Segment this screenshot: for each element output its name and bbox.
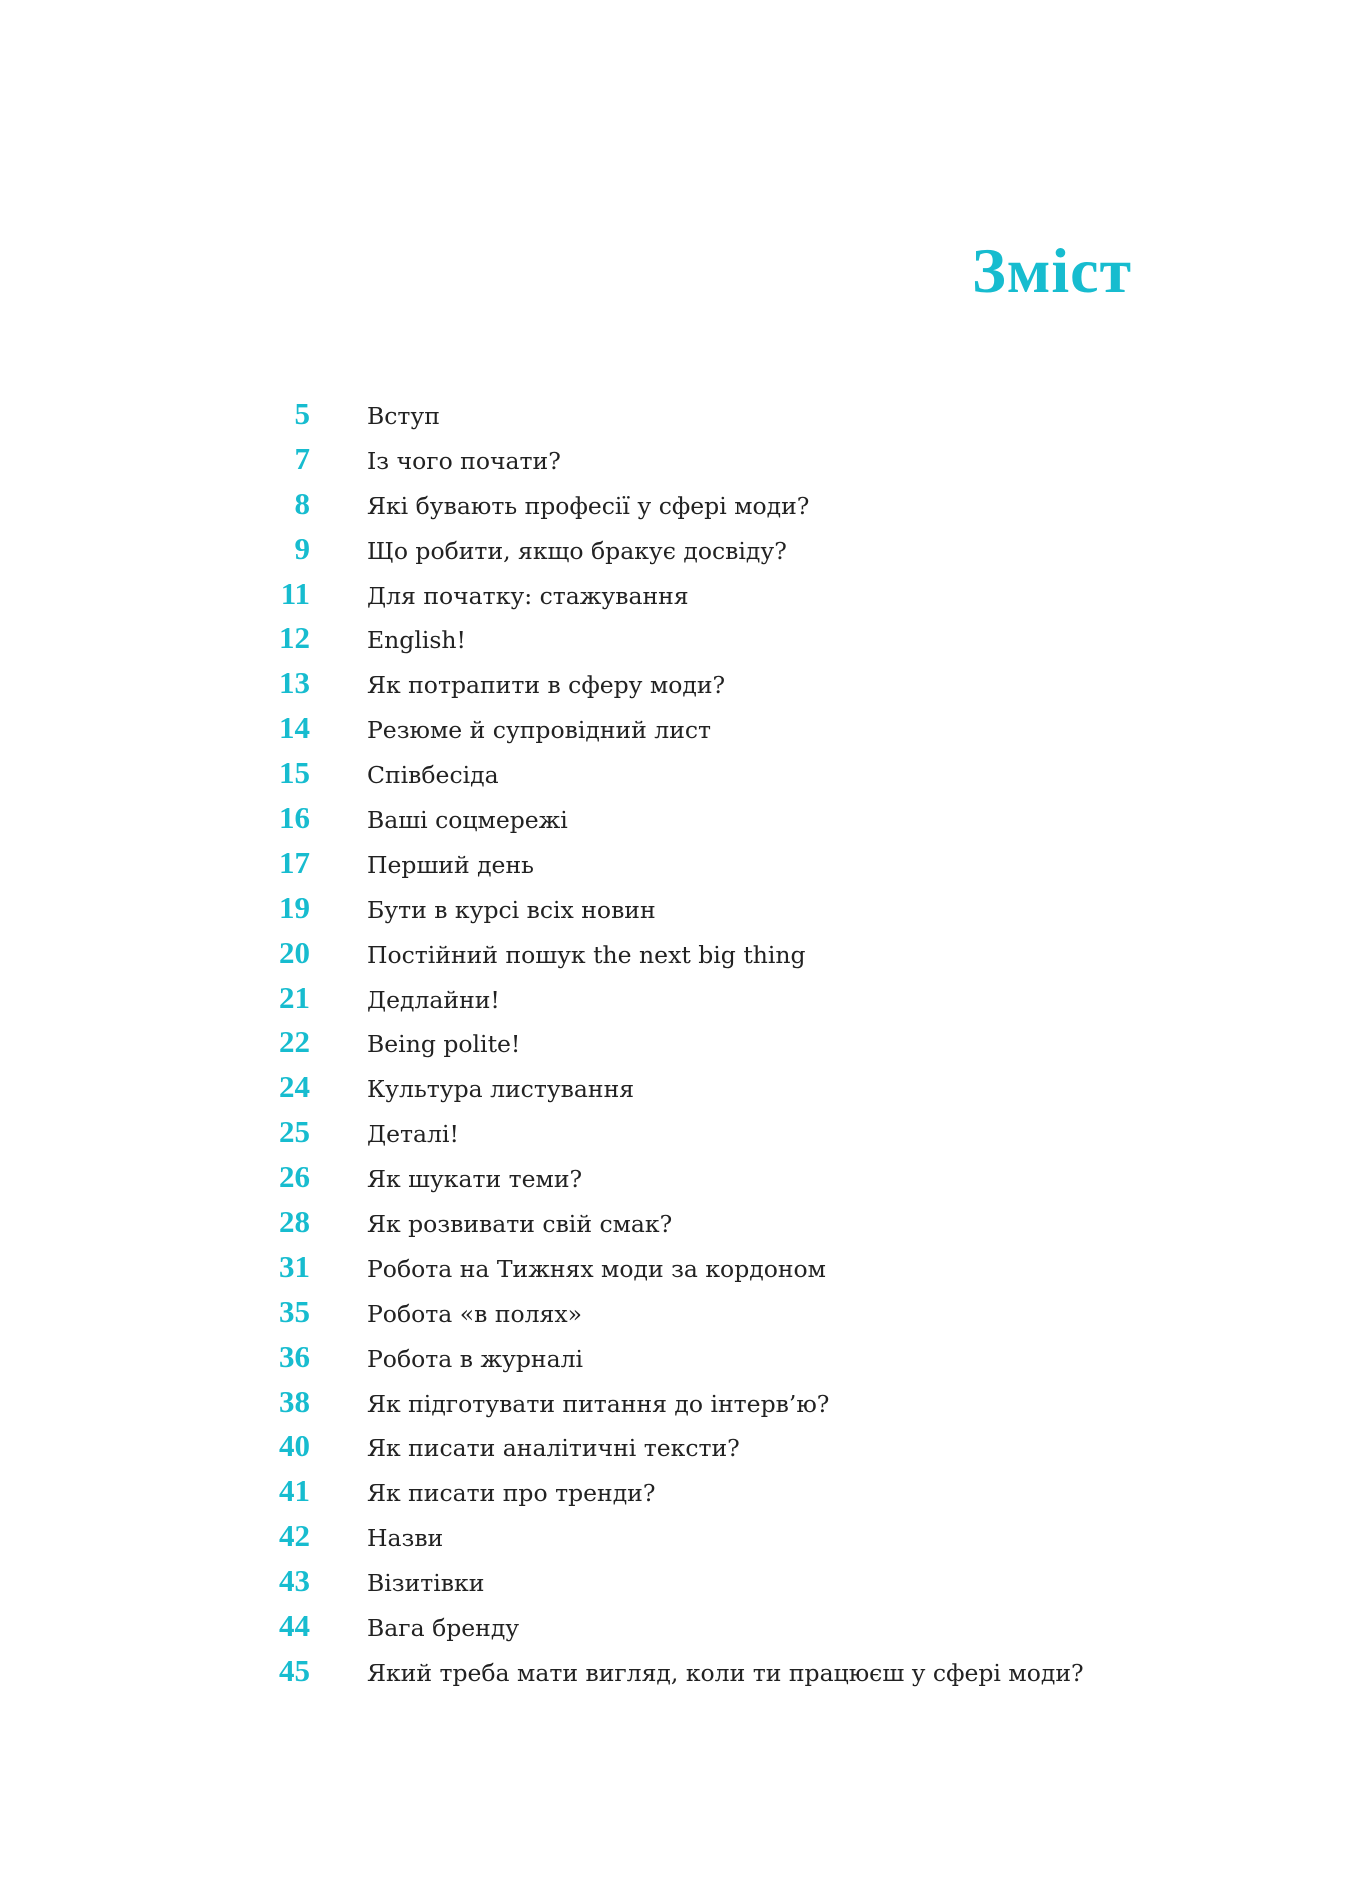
toc-entry[interactable]: 22 Being polite! — [250, 1024, 1084, 1069]
toc-page-number: 9 — [294, 530, 311, 566]
toc-entry[interactable]: 28 Як розвивати свій смак? — [250, 1204, 1084, 1249]
toc-page-number: 11 — [280, 575, 310, 611]
toc-entry[interactable]: 45 Який треба мати вигляд, коли ти працює… — [250, 1653, 1084, 1698]
toc-entry-title: Дедлайни! — [367, 985, 500, 1014]
toc-entry[interactable]: 36 Робота в журналі — [250, 1339, 1084, 1384]
toc-page-number: 25 — [279, 1114, 310, 1150]
toc-page-number: 41 — [279, 1473, 310, 1509]
toc-entry-title: Із чого почати? — [367, 446, 561, 475]
toc-entry[interactable]: 43 Візитівки — [250, 1563, 1084, 1608]
toc-entry-title: Бути в курсі всіх новин — [367, 895, 656, 924]
toc-page-number: 36 — [279, 1338, 310, 1374]
toc-page-number: 15 — [279, 755, 310, 791]
toc-page-number: 14 — [279, 710, 310, 746]
toc-entry[interactable]: 14 Резюме й супровідний лист — [250, 710, 1084, 755]
toc-entry-title: Як писати про тренди? — [367, 1479, 656, 1508]
toc-entry[interactable]: 38 Як підготувати питання до інтерв’ю? — [250, 1384, 1084, 1429]
toc-entry[interactable]: 35 Робота «в полях» — [250, 1294, 1084, 1339]
table-of-contents: 5 Вступ 7 Із чого почати? 8 Які бувають профе… — [250, 396, 1084, 1698]
toc-entry[interactable]: 25 Деталі! — [250, 1114, 1084, 1159]
toc-entry-title: Як підготувати питання до інтерв’ю? — [367, 1389, 830, 1418]
toc-entry-title: Вага бренду — [367, 1614, 520, 1643]
toc-entry[interactable]: 21 Дедлайни! — [250, 980, 1084, 1025]
toc-entry[interactable]: 44 Вага бренду — [250, 1608, 1084, 1653]
toc-entry-title: Культура листування — [367, 1075, 635, 1104]
toc-page-number: 43 — [279, 1563, 310, 1599]
toc-entry-title: Резюме й супровідний лист — [367, 716, 712, 745]
toc-entry-title: English! — [367, 626, 467, 655]
toc-entry-title: Візитівки — [367, 1569, 485, 1598]
toc-entry-title: Як шукати теми? — [367, 1165, 583, 1194]
toc-entry[interactable]: 9 Що робити, якщо бракує досвіду? — [250, 531, 1084, 576]
toc-page-number: 42 — [279, 1518, 310, 1554]
toc-page-number: 19 — [279, 889, 310, 925]
toc-page-number: 22 — [279, 1024, 310, 1060]
toc-entry-title: Постійний пошук the next big thing — [367, 940, 806, 969]
toc-entry[interactable]: 8 Які бувають професії у сфері моди? — [250, 486, 1084, 531]
toc-entry-title: Being polite! — [367, 1030, 521, 1059]
toc-entry-title: Робота на Тижнях моди за кордоном — [367, 1254, 826, 1283]
page-title: Зміст — [972, 234, 1132, 306]
toc-entry[interactable]: 11 Для початку: стажування — [250, 576, 1084, 621]
toc-entry[interactable]: 24 Культура листування — [250, 1069, 1084, 1114]
toc-page-number: 40 — [279, 1428, 310, 1464]
toc-page-number: 16 — [279, 800, 310, 836]
toc-entry-title: Ваші соцмережі — [367, 806, 568, 835]
toc-entry[interactable]: 41 Як писати про тренди? — [250, 1473, 1084, 1518]
toc-page-number: 20 — [279, 934, 310, 970]
toc-page-number: 21 — [279, 979, 310, 1015]
toc-entry-title: Що робити, якщо бракує досвіду? — [367, 536, 787, 565]
toc-page-number: 26 — [279, 1159, 310, 1195]
toc-page-number: 24 — [279, 1069, 310, 1105]
toc-page-number: 31 — [279, 1248, 310, 1284]
toc-entry[interactable]: 17 Перший день — [250, 845, 1084, 890]
toc-entry[interactable]: 15 Співбесіда — [250, 755, 1084, 800]
toc-entry-title: Для початку: стажування — [367, 581, 689, 610]
toc-page-number: 13 — [279, 665, 310, 701]
toc-entry[interactable]: 16 Ваші соцмережі — [250, 800, 1084, 845]
toc-entry-title: Як потрапити в сферу моди? — [367, 671, 726, 700]
toc-page-number: 8 — [294, 485, 311, 521]
toc-page-number: 35 — [279, 1293, 310, 1329]
toc-entry-title: Робота в журналі — [367, 1344, 584, 1373]
toc-page-number: 12 — [279, 620, 310, 656]
toc-entry-title: Перший день — [367, 850, 534, 879]
toc-entry[interactable]: 42 Назви — [250, 1518, 1084, 1563]
toc-page-number: 5 — [294, 396, 311, 431]
toc-page-number: 17 — [279, 844, 310, 880]
toc-entry-title: Деталі! — [367, 1120, 459, 1149]
toc-entry-title: Як писати аналітичні тексти? — [367, 1434, 740, 1463]
toc-entry[interactable]: 40 Як писати аналітичні тексти? — [250, 1428, 1084, 1473]
toc-entry[interactable]: 7 Із чого почати? — [250, 441, 1084, 486]
toc-page-number: 44 — [279, 1608, 310, 1644]
toc-entry[interactable]: 31 Робота на Тижнях моди за кордоном — [250, 1249, 1084, 1294]
toc-page-number: 38 — [279, 1383, 310, 1419]
toc-entry-title: Який треба мати вигляд, коли ти працюєш … — [367, 1658, 1084, 1687]
toc-page-number: 28 — [279, 1204, 310, 1240]
toc-entry[interactable]: 26 Як шукати теми? — [250, 1159, 1084, 1204]
toc-entry[interactable]: 5 Вступ — [250, 396, 1084, 441]
toc-entry-title: Робота «в полях» — [367, 1299, 583, 1328]
toc-entry-title: Як розвивати свій смак? — [367, 1210, 673, 1239]
toc-entry-title: Співбесіда — [367, 761, 499, 790]
toc-entry[interactable]: 12 English! — [250, 620, 1084, 665]
toc-entry[interactable]: 19 Бути в курсі всіх новин — [250, 890, 1084, 935]
toc-entry-title: Які бувають професії у сфері моди? — [367, 491, 810, 520]
toc-page-number: 7 — [294, 440, 311, 476]
toc-entry-title: Назви — [367, 1524, 444, 1553]
toc-entry[interactable]: 13 Як потрапити в сферу моди? — [250, 665, 1084, 710]
toc-entry[interactable]: 20 Постійний пошук the next big thing — [250, 935, 1084, 980]
toc-page-number: 45 — [279, 1652, 310, 1688]
toc-entry-title: Вступ — [367, 402, 440, 430]
